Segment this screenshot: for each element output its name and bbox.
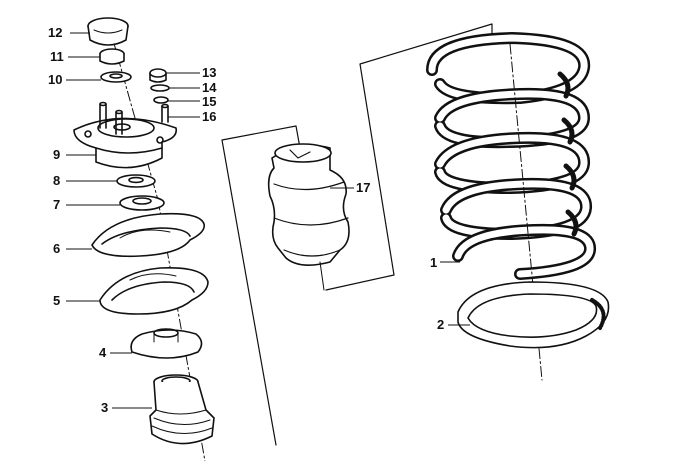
callout-10: 10 (48, 72, 63, 87)
callout-6: 6 (53, 241, 61, 256)
leader-lines (66, 32, 470, 409)
part-13-nut (149, 68, 167, 83)
callout-5: 5 (53, 293, 61, 308)
callout-15: 15 (202, 94, 217, 109)
part-7-spacer (119, 195, 165, 211)
callout-8: 8 (53, 173, 61, 188)
callout-17: 17 (356, 180, 371, 195)
callout-7: 7 (53, 197, 61, 212)
part-14-washer (150, 84, 170, 92)
right-axis-line (509, 43, 543, 381)
part-5-spring-seat (99, 266, 209, 315)
part-8-washer (116, 174, 156, 188)
callout-14: 14 (202, 80, 217, 95)
part-6-spring-seat (91, 212, 206, 258)
part-17-bump-stop (267, 143, 350, 291)
callout-16: 16 (202, 109, 217, 124)
part-3-boot (149, 374, 215, 445)
callout-12: 12 (48, 25, 63, 40)
part-2-spring-pad (457, 281, 610, 349)
callout-1: 1 (430, 255, 438, 270)
callout-2: 2 (437, 317, 445, 332)
part-15-lockwasher (153, 96, 169, 104)
part-4-plate (130, 328, 203, 359)
callout-4: 4 (99, 345, 107, 360)
part-10-washer (100, 71, 132, 83)
part-1-coil-spring (426, 32, 596, 280)
callout-9: 9 (53, 147, 61, 162)
part-9-strut-mount (73, 101, 178, 169)
part-12-cap (87, 17, 129, 46)
callout-13: 13 (202, 65, 217, 80)
part-11-nut (99, 48, 125, 65)
bracket-frame-center (221, 23, 493, 446)
callout-11: 11 (50, 49, 64, 64)
part-16-stud (161, 103, 169, 123)
callout-3: 3 (101, 400, 109, 415)
